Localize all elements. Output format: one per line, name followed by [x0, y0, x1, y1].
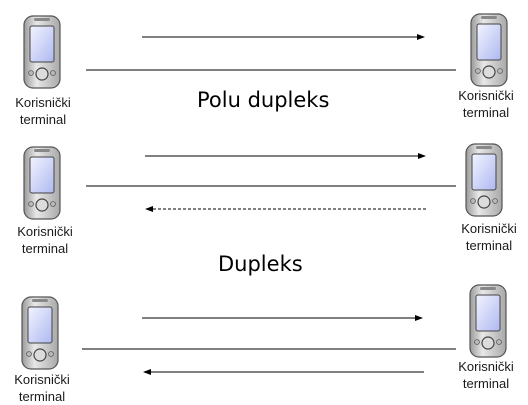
duplex-title: Dupleks	[218, 252, 303, 276]
pda-device-icon	[464, 140, 506, 218]
pda-device-icon	[468, 281, 510, 359]
pda-device-icon	[20, 293, 62, 371]
pda-device-icon	[22, 143, 64, 221]
pda-device-icon	[469, 10, 511, 88]
pda-device-icon	[22, 12, 64, 90]
half-duplex-title: Polu dupleks	[197, 88, 330, 112]
